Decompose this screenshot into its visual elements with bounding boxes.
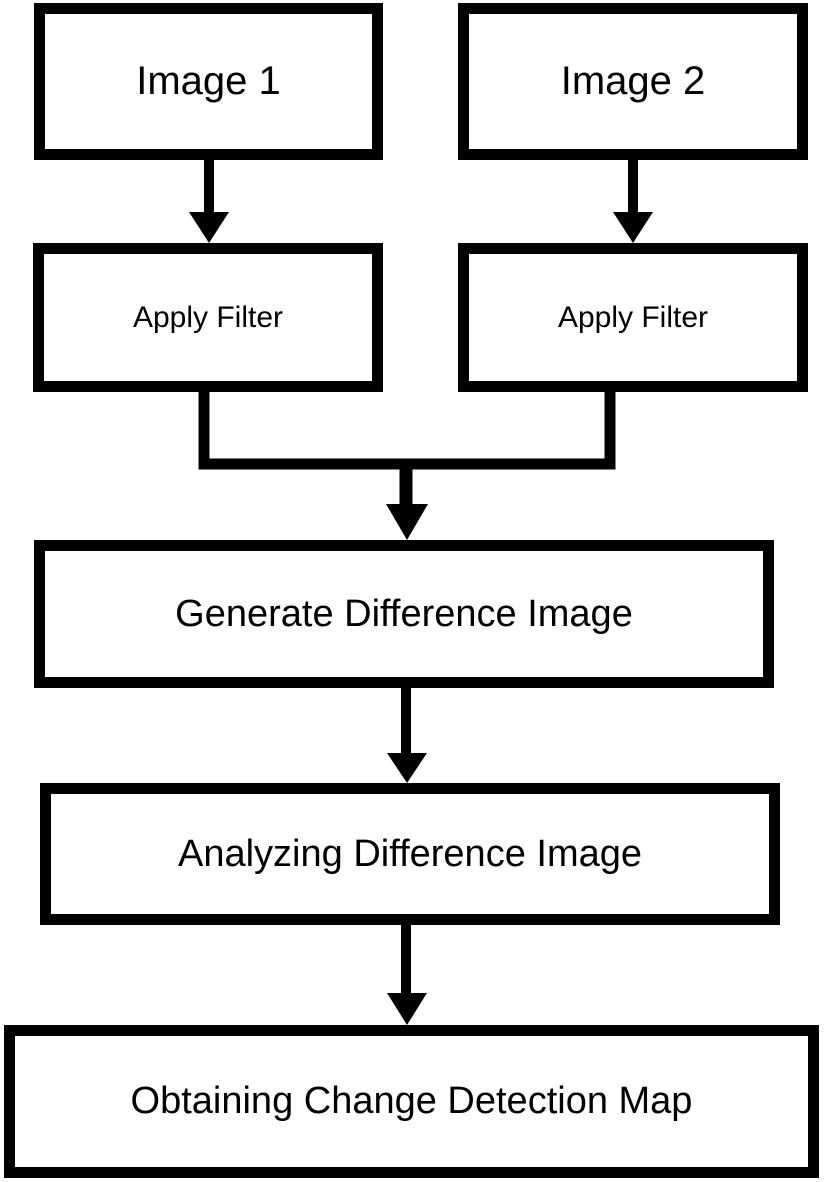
node-generate-difference-image-label: Generate Difference Image <box>175 592 633 635</box>
arrowhead-generate <box>386 504 428 540</box>
node-image-1: Image 1 <box>34 3 383 160</box>
node-analyzing-difference-image-label: Analyzing Difference Image <box>178 832 642 875</box>
node-obtaining-change-detection-map-label: Obtaining Change Detection Map <box>130 1080 693 1122</box>
node-apply-filter-right-label: Apply Filter <box>557 300 709 334</box>
arrowhead-filter1 <box>189 212 229 243</box>
node-image-2-label: Image 2 <box>560 59 706 103</box>
arrowhead-filter2 <box>613 212 653 243</box>
arrowhead-obtain <box>387 993 427 1025</box>
arrowhead-analyze <box>387 753 427 783</box>
node-image-1-label: Image 1 <box>136 59 281 103</box>
merge-connector <box>198 392 616 470</box>
node-apply-filter-right: Apply Filter <box>458 243 808 392</box>
node-apply-filter-left-label: Apply Filter <box>132 300 284 334</box>
node-apply-filter-left: Apply Filter <box>33 243 383 392</box>
node-generate-difference-image: Generate Difference Image <box>34 540 774 688</box>
node-obtaining-change-detection-map: Obtaining Change Detection Map <box>4 1025 819 1178</box>
node-analyzing-difference-image: Analyzing Difference Image <box>40 783 780 925</box>
node-image-2: Image 2 <box>458 3 808 160</box>
